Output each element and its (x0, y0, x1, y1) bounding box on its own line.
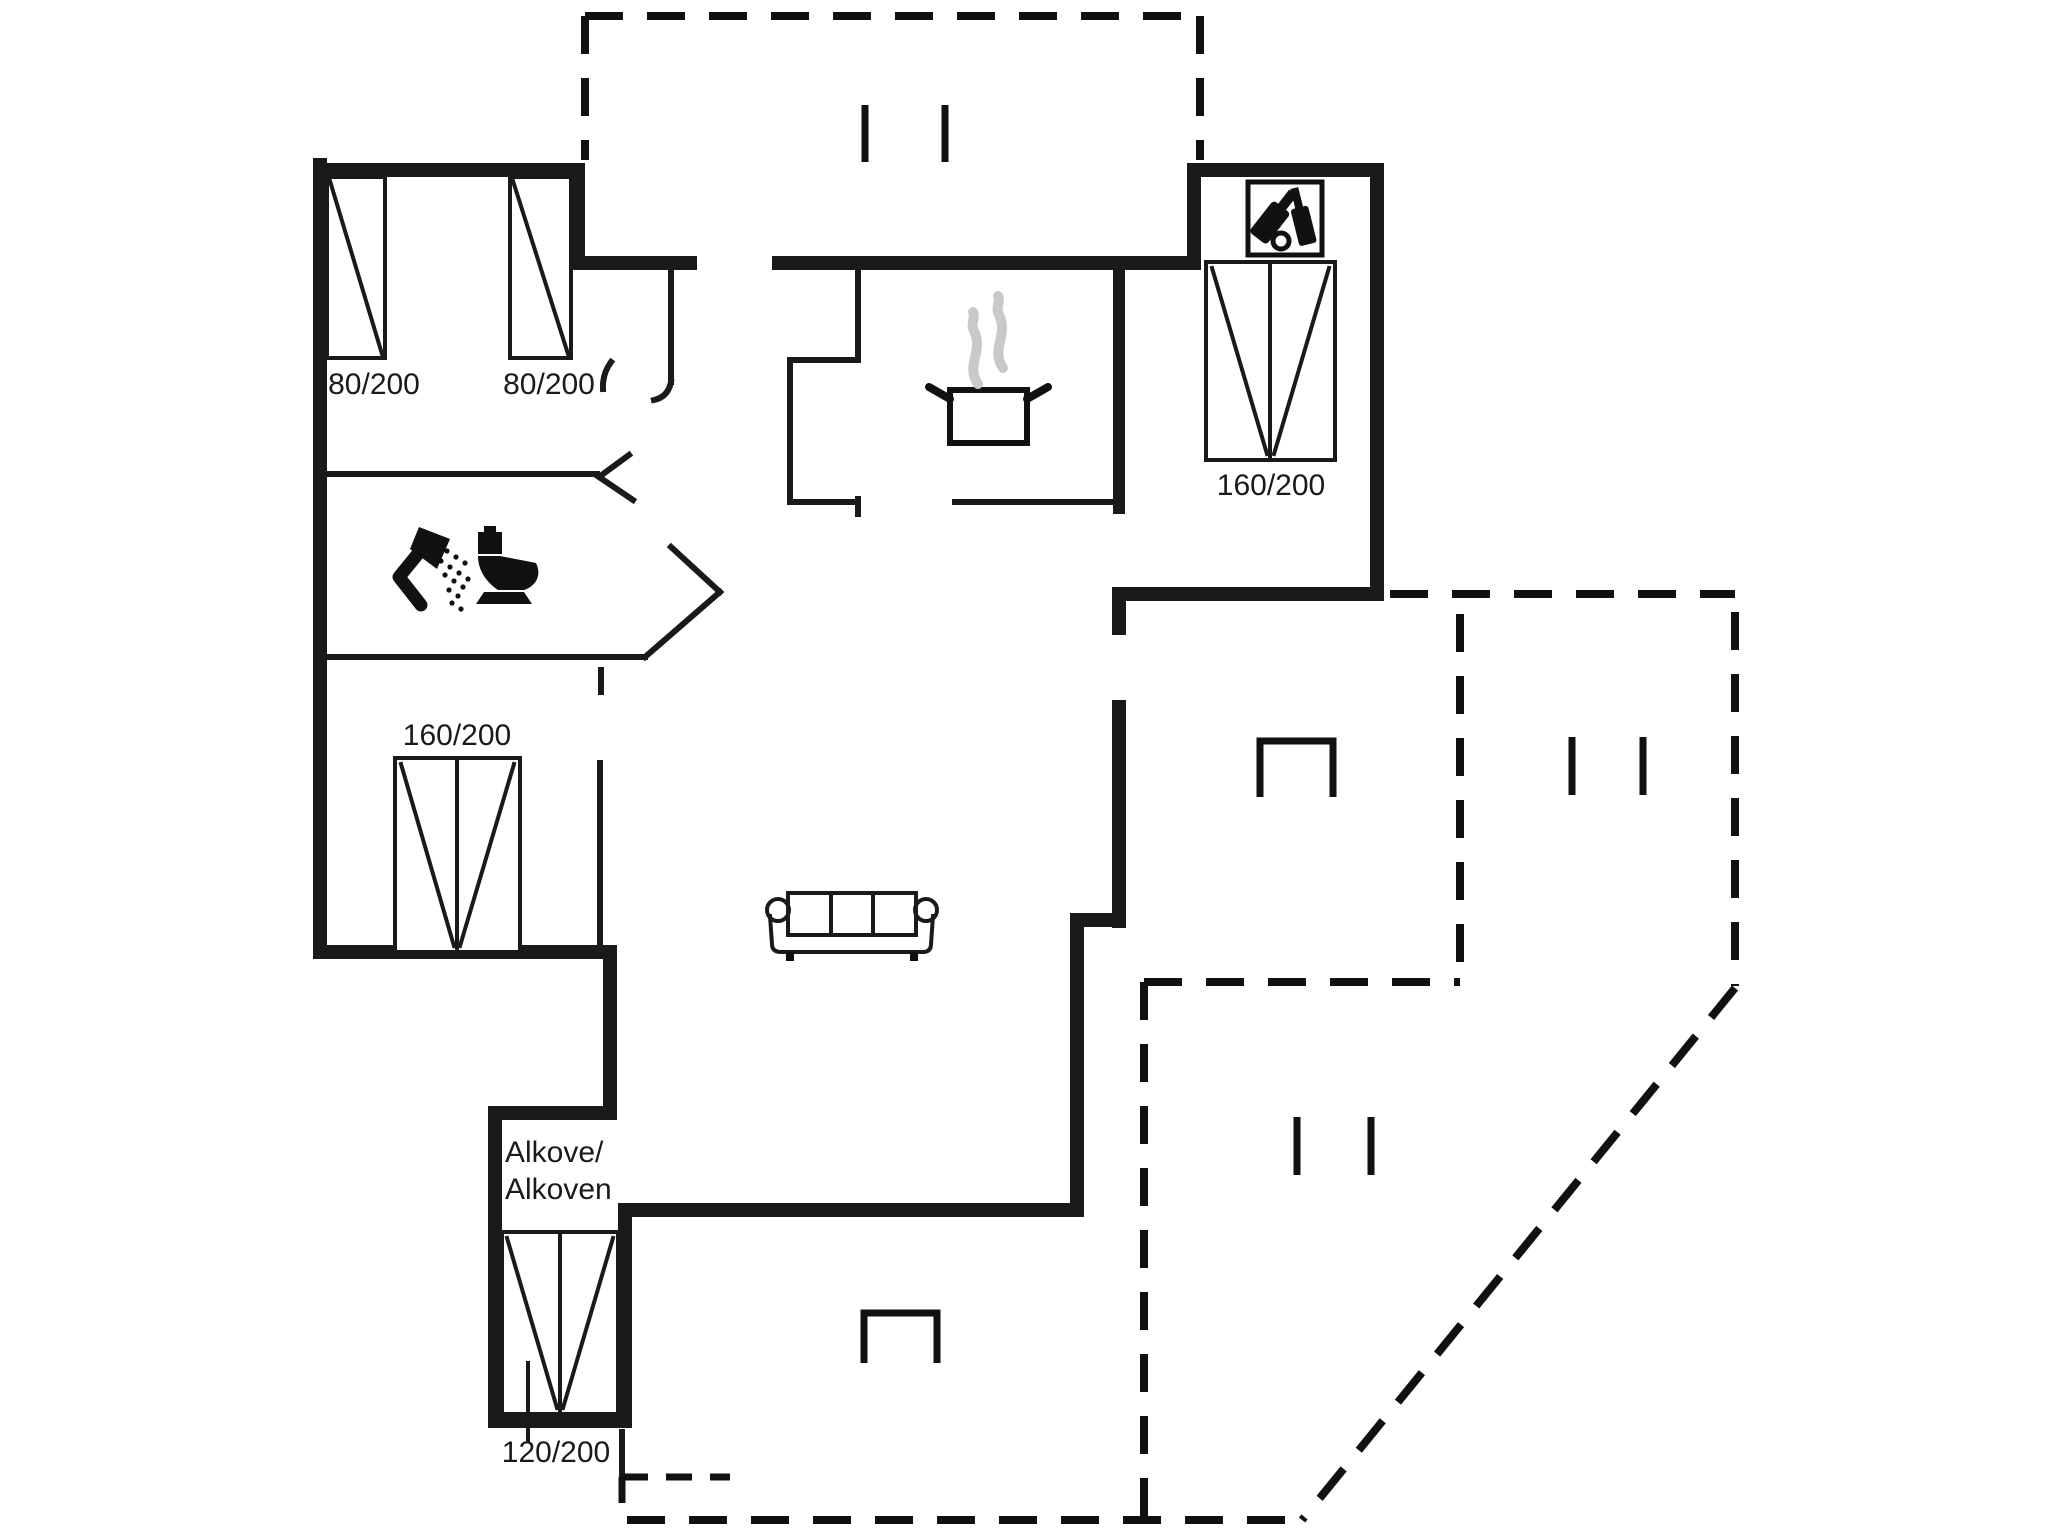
bed-diagonal (504, 1235, 560, 1411)
shower-head (410, 527, 450, 569)
sofa-leg (786, 952, 794, 961)
bed-diagonal (560, 1235, 616, 1411)
window-marker-right (1568, 737, 1647, 795)
wall-alcove-left (488, 1106, 502, 1428)
label-bed-alcove: 120/200 (502, 1436, 610, 1469)
bold-walls (313, 158, 1384, 1428)
wall-alcove-right (618, 1203, 632, 1428)
window-marker-bottom (1293, 1117, 1375, 1175)
window-marker-top (861, 105, 949, 162)
wall-bedroom1-notch (571, 163, 585, 267)
toilet-base (476, 592, 532, 604)
bottle-right (1290, 187, 1317, 246)
toilet-icon (476, 526, 539, 604)
sofa-cushions (786, 891, 918, 937)
steam-wisp-1 (967, 307, 983, 389)
label-bed-single-2: 80/200 (503, 368, 595, 401)
wall-hall-top (571, 256, 697, 270)
shower-spray (438, 548, 471, 612)
bed-double-top-right (1204, 260, 1337, 462)
terrace-edge-diagonal (1298, 985, 1739, 1523)
label-bed-double-top-right: 160/200 (1217, 469, 1325, 502)
terrace-outline-top (581, 12, 1204, 160)
wall-bedroom2-left-jamb (1187, 163, 1201, 270)
bed-diagonal (510, 178, 571, 357)
wall-alcove-bottom (488, 1414, 632, 1428)
wall-kitchen-nook (787, 267, 861, 502)
bed-diagonal (327, 178, 385, 357)
wall-house-top (772, 256, 1201, 270)
wall-hall-diagonal-1 (640, 587, 725, 662)
steam-icon (967, 291, 1008, 389)
wall-bedroom1-top (313, 163, 585, 177)
pot-handle-left (925, 383, 954, 403)
terrace-outline-bottom (618, 985, 1739, 1524)
bed-single-2 (508, 175, 573, 360)
steam-wisp-2 (992, 291, 1008, 373)
bed-diagonal (398, 761, 457, 949)
pot-body (947, 387, 1030, 446)
wall-kitchen-right (1113, 270, 1125, 514)
wall-left-outer (313, 158, 327, 959)
pot-handle-right (1023, 383, 1052, 403)
cooking-pot-icon (925, 383, 1052, 446)
sofa-arm-right (913, 897, 939, 923)
bed-alcove (500, 1230, 620, 1442)
sofa-icon (765, 891, 939, 961)
step-marker-icon (860, 1309, 941, 1363)
wall-bedroom2-top (1187, 163, 1384, 177)
door-swing-arc (599, 357, 616, 393)
wall-alcove-top (488, 1106, 617, 1120)
label-alcove-line1: Alkove/ (505, 1136, 604, 1169)
label-alcove-line2: Alkoven (505, 1173, 612, 1206)
cabinet-frame (1245, 179, 1325, 258)
bottle-cabinet-icon (1245, 179, 1325, 258)
wall-bedroom3-step (603, 946, 617, 1120)
wall-living-right-lower (1070, 913, 1084, 1217)
interior-walls (322, 267, 1120, 1480)
sofa-leg (910, 952, 918, 961)
wall-bottom (618, 1203, 1084, 1217)
wall-living-topright (1112, 587, 1384, 601)
wall-bedroom2-right (1370, 163, 1384, 601)
bed-double-middle-left (393, 756, 522, 954)
terrace-outline-right (1140, 590, 1739, 1520)
step-marker-icon (1256, 737, 1337, 797)
door-swing-icon (650, 378, 675, 404)
label-bed-single-1: 80/200 (328, 368, 420, 401)
sofa-arm-left (765, 897, 791, 923)
cabinet-knob (1270, 230, 1292, 252)
bed-diagonal (457, 761, 517, 949)
bed-diagonal (1271, 265, 1332, 457)
shower-icon (392, 527, 471, 612)
bed-diagonal (1209, 265, 1270, 457)
wall-hall-diagonal-2 (666, 542, 725, 597)
wall-living-right-stub (1112, 587, 1126, 635)
wall-living-right (1112, 700, 1126, 928)
label-bed-double-middle-left: 160/200 (403, 719, 511, 752)
door-chevron-icon (593, 450, 638, 505)
bed-single-1 (325, 175, 387, 360)
toilet-bowl (478, 556, 539, 590)
toilet-tank (478, 526, 502, 554)
doors (593, 267, 675, 505)
sofa-frame (767, 913, 936, 954)
